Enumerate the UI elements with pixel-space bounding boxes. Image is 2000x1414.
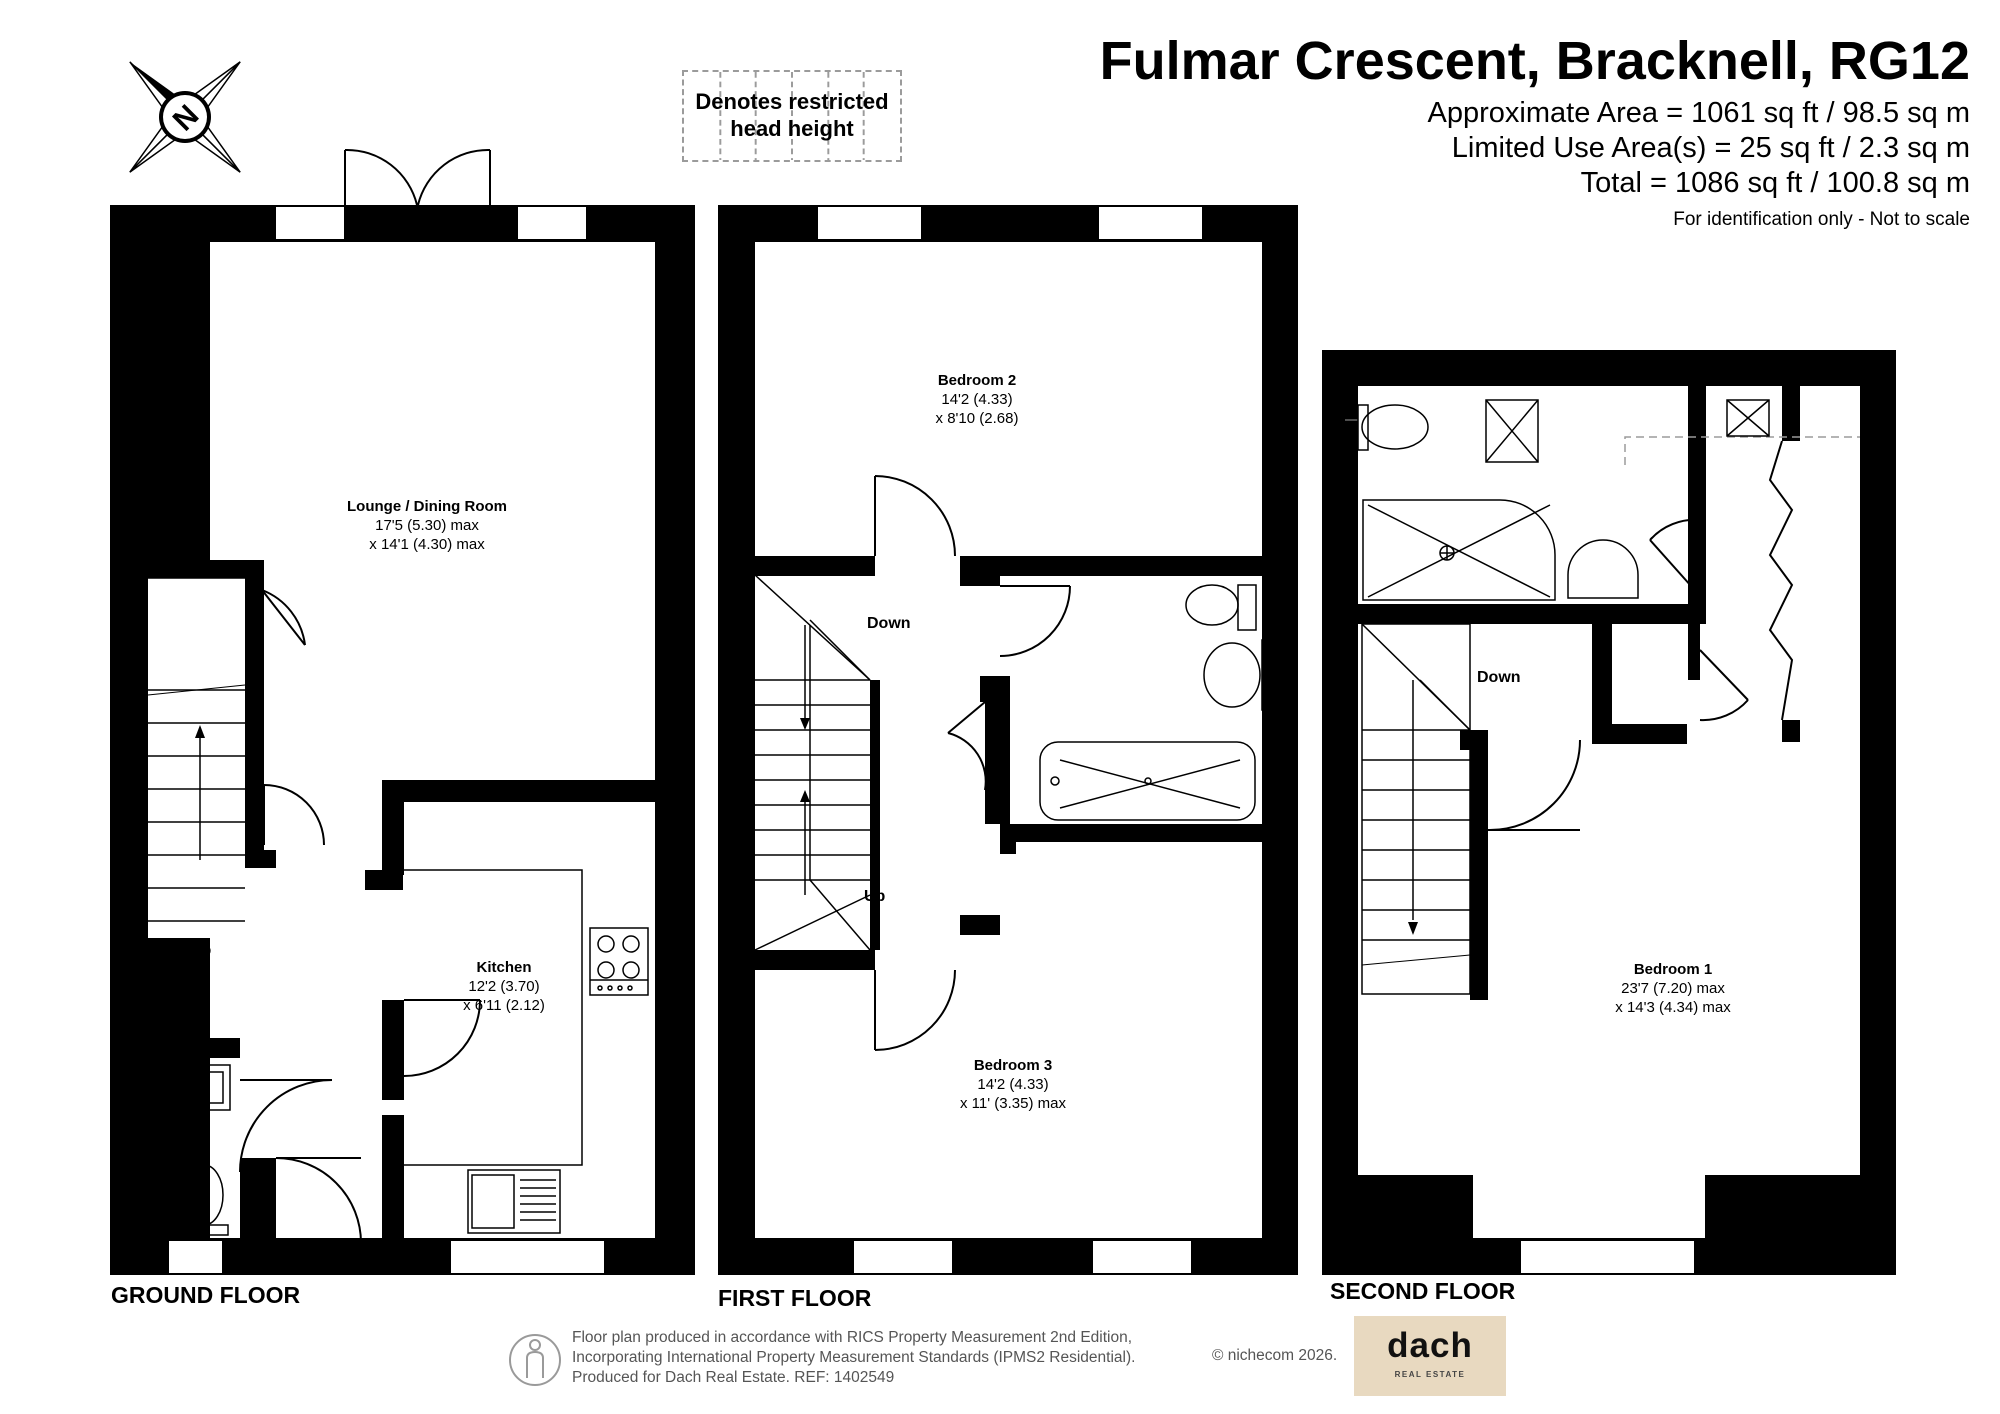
scale-disclaimer: For identification only - Not to scale [1673, 209, 1970, 230]
legend-line-2: head height [730, 116, 854, 141]
room-label-bedroom-2: Bedroom 2 14'2 (4.33) x 8'10 (2.68) [936, 371, 1019, 428]
ground-floor-french-doors [344, 148, 491, 206]
floor-label-second: SECOND FLOOR [1330, 1278, 1516, 1304]
first-floor-windows [816, 205, 1204, 1275]
stairs-down-label: Down [867, 615, 911, 632]
room-name: Kitchen [476, 959, 532, 976]
room-dimension: 14'2 (4.33) [977, 1076, 1049, 1093]
cloakroom-fixtures [157, 1064, 231, 1236]
second-floor-windows [1519, 1239, 1696, 1275]
legend-line-1: Denotes restricted [695, 89, 889, 114]
brand-name: dach [1387, 1326, 1473, 1365]
floor-label-ground: GROUND FLOOR [111, 1282, 301, 1308]
restricted-height-legend: Denotes restricted head height [682, 70, 902, 162]
ground-floor-windows [167, 205, 606, 1275]
second-floor-stairs [1361, 623, 1471, 995]
compass-rose-icon: N [129, 61, 241, 173]
kitchen-worktop [404, 869, 649, 1234]
room-label-lounge: Lounge / Dining Room 17'5 (5.30) max x 1… [347, 497, 507, 554]
room-dimension: x 14'3 (4.34) max [1615, 999, 1731, 1016]
bathroom-fixtures [1039, 584, 1267, 821]
second-floor-walls [1322, 350, 1896, 1275]
room-name: Bedroom 2 [937, 372, 1017, 389]
footer-line-2: Incorporating International Property Mea… [572, 1349, 1136, 1366]
room-dimension: x 14'1 (4.30) max [369, 536, 485, 553]
brand-logo: dach REAL ESTATE [1354, 1316, 1506, 1396]
ground-floor-doors [239, 589, 481, 1244]
footer-line-1: Floor plan produced in accordance with R… [572, 1329, 1133, 1346]
total-area: Total = 1086 sq ft / 100.8 sq m [1580, 167, 1970, 199]
restricted-height-line [1624, 436, 1860, 465]
floor-label-first: FIRST FLOOR [718, 1285, 872, 1311]
room-name: Bedroom 1 [1633, 961, 1713, 978]
room-label-bedroom-1: Bedroom 1 23'7 (7.20) max x 14'3 (4.34) … [1615, 960, 1730, 1017]
first-floor-walls [718, 205, 1298, 1275]
legend-text: Denotes restricted head height [684, 88, 900, 142]
limited-use-area: Limited Use Area(s) = 25 sq ft / 2.3 sq … [1451, 132, 1970, 164]
room-label-kitchen: Kitchen 12'2 (3.70) x 6'11 (2.12) [463, 958, 545, 1015]
room-dimension: x 6'11 (2.12) [463, 997, 545, 1014]
brand-subtitle: REAL ESTATE [1394, 1370, 1466, 1379]
approximate-area: Approximate Area = 1061 sq ft / 98.5 sq … [1427, 97, 1970, 129]
room-label-bedroom-3: Bedroom 3 14'2 (4.33) x 11' (3.35) max [960, 1056, 1066, 1113]
room-dimension: 14'2 (4.33) [941, 391, 1013, 408]
room-dimension: 17'5 (5.30) max [375, 517, 479, 534]
room-dimension: 12'2 (3.70) [468, 978, 540, 995]
first-floor-doors [874, 475, 1071, 1051]
room-dimension: 23'7 (7.20) max [1621, 980, 1725, 997]
ground-floor-stairs [147, 577, 246, 938]
room-dimension: x 11' (3.35) max [960, 1095, 1066, 1112]
legend-hatch [719, 72, 865, 160]
room-dimension: x 8'10 (2.68) [935, 410, 1019, 427]
footer-line-3: Produced for Dach Real Estate. REF: 1402… [572, 1369, 895, 1386]
stairs-up-label: Up [864, 888, 886, 905]
second-floor-doors [1488, 440, 1794, 831]
stairs-up-label: Up [190, 942, 212, 959]
stairs-down-label: Down [1477, 669, 1521, 686]
footer-text: Floor plan produced in accordance with R… [572, 1328, 1135, 1388]
person-icon [509, 1334, 561, 1386]
second-floor-fixtures [1357, 399, 1770, 601]
copyright-text: © nichecom 2026. [1212, 1347, 1338, 1364]
room-name: Bedroom 3 [973, 1057, 1053, 1074]
room-name: Lounge / Dining Room [347, 498, 507, 515]
first-floor-stairs [754, 574, 871, 951]
property-title: Fulmar Crescent, Bracknell, RG12 [1099, 31, 1970, 91]
